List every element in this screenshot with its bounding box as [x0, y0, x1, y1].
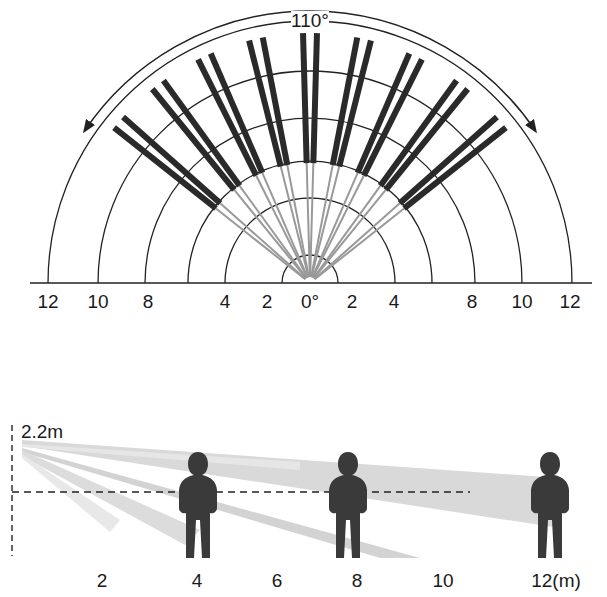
- angle-arrow: [85, 11, 536, 131]
- beam-inner: [314, 186, 381, 278]
- distance-label: 2: [347, 292, 358, 311]
- distance-label: 4: [389, 292, 400, 311]
- distance-label: 6: [272, 571, 283, 590]
- beam-inner: [310, 163, 313, 277]
- beam-outer: [404, 128, 506, 209]
- beam-outer: [386, 89, 468, 190]
- baseline: [30, 282, 592, 284]
- beam-inner: [314, 190, 386, 278]
- distance-label: 8: [143, 292, 154, 311]
- beam-outer: [400, 117, 497, 203]
- distance-label: 2: [97, 571, 108, 590]
- distance-label: 8: [352, 571, 363, 590]
- distance-label: 4: [220, 292, 231, 311]
- distance-label: 12: [37, 292, 58, 311]
- distance-label: 0°: [301, 292, 319, 311]
- beam-inner: [314, 203, 399, 279]
- distance-label: 12(m): [531, 571, 581, 590]
- distance-label: 12: [559, 292, 580, 311]
- beam-outer: [114, 128, 216, 209]
- beam-outer: [313, 33, 317, 163]
- distance-label: 8: [467, 292, 478, 311]
- beam-inner: [216, 208, 305, 279]
- side-view: [12, 425, 569, 558]
- distance-label: 10: [87, 292, 108, 311]
- beam-outer: [198, 59, 256, 175]
- angle-label: 110°: [291, 11, 329, 30]
- beam-inner: [281, 167, 309, 278]
- top-view: [30, 11, 592, 283]
- height-label: 2.2m: [21, 422, 63, 441]
- beam-inner: [287, 165, 309, 277]
- range-arc: [98, 71, 522, 283]
- beam-inner: [262, 173, 307, 278]
- distance-label: 2: [262, 292, 273, 311]
- distance-label: 10: [432, 571, 453, 590]
- beam-inner: [315, 208, 404, 279]
- distance-label: 4: [192, 571, 203, 590]
- range-arc: [48, 21, 572, 283]
- distance-label: 10: [511, 292, 532, 311]
- beam-outer: [123, 117, 220, 203]
- beam-outer: [380, 80, 456, 185]
- beam-outer: [303, 33, 307, 163]
- beam-outer: [263, 38, 288, 166]
- beam-inner: [307, 163, 310, 277]
